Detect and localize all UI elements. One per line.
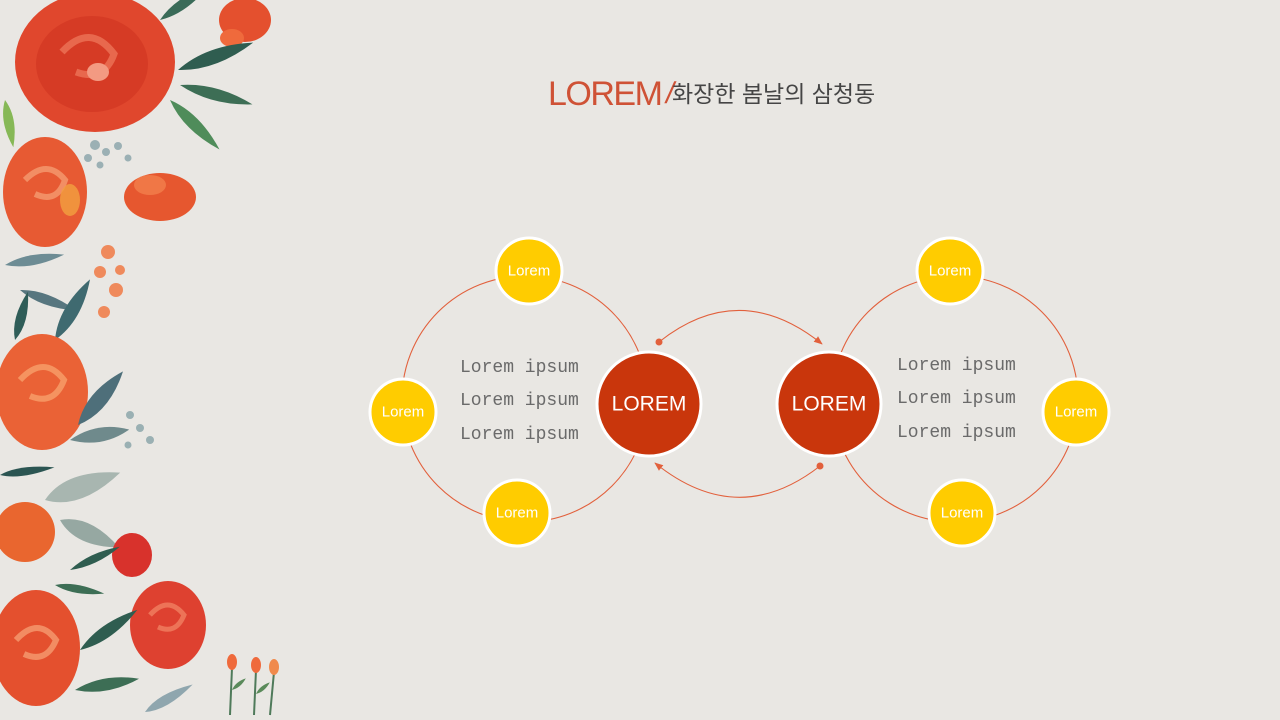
gray-leaf-cluster [0, 371, 154, 477]
right-text-line: Lorem ipsum [897, 356, 1016, 376]
floral-border-decoration [0, 0, 279, 716]
slide-subtitle: 화장한 봄날의 삼청동 [672, 81, 876, 107]
left-hub-label: LOREM [612, 393, 687, 416]
left-hub-circle: LOREM [595, 350, 703, 458]
orange-rose-flower [0, 502, 55, 562]
right-node-bottom: Lorem [927, 478, 997, 548]
right-node-top: Lorem [915, 236, 985, 306]
bud-sprigs [227, 654, 279, 716]
top-connector-start-dot [655, 338, 663, 346]
red-flower [55, 533, 152, 595]
red-rose-flower [130, 581, 206, 669]
right-hub-circle: LOREM [775, 350, 883, 458]
red-rose-flower [15, 0, 175, 132]
left-node-left: Lorem [368, 377, 438, 447]
left-node-top: Lorem [494, 236, 564, 306]
slide-title-accent: LOREM [548, 75, 663, 113]
right-node-bottom-label: Lorem [941, 505, 984, 522]
orange-rose-flower [3, 137, 87, 247]
leaf-cluster [75, 609, 193, 712]
bottom-connector-start-dot [816, 462, 824, 470]
left-node-left-label: Lorem [382, 404, 425, 421]
red-rose-flower [0, 590, 80, 706]
top-connector-arrow [658, 309, 823, 345]
right-node-right-label: Lorem [1055, 404, 1098, 421]
orange-rose-flower [0, 334, 88, 450]
orange-flower [219, 0, 271, 47]
left-node-top-label: Lorem [508, 263, 551, 280]
left-text-line: Lorem ipsum [460, 391, 579, 411]
right-node-right: Lorem [1041, 377, 1111, 447]
left-node-bottom: Lorem [482, 478, 552, 548]
berry-sprig [84, 140, 132, 169]
leaf-cluster [3, 0, 254, 150]
right-hub-label: LOREM [792, 393, 867, 416]
left-text-line: Lorem ipsum [460, 358, 579, 378]
gray-leaf-cluster [5, 253, 90, 340]
right-text-line: Lorem ipsum [897, 423, 1016, 443]
bottom-connector-arrow [654, 462, 821, 498]
sage-leaf-cluster [45, 472, 121, 548]
left-text-line: Lorem ipsum [460, 425, 579, 445]
small-blossoms [94, 245, 125, 318]
right-text-line: Lorem ipsum [897, 389, 1016, 409]
left-node-bottom-label: Lorem [496, 505, 539, 522]
right-node-top-label: Lorem [929, 263, 972, 280]
orange-flower [124, 173, 196, 221]
